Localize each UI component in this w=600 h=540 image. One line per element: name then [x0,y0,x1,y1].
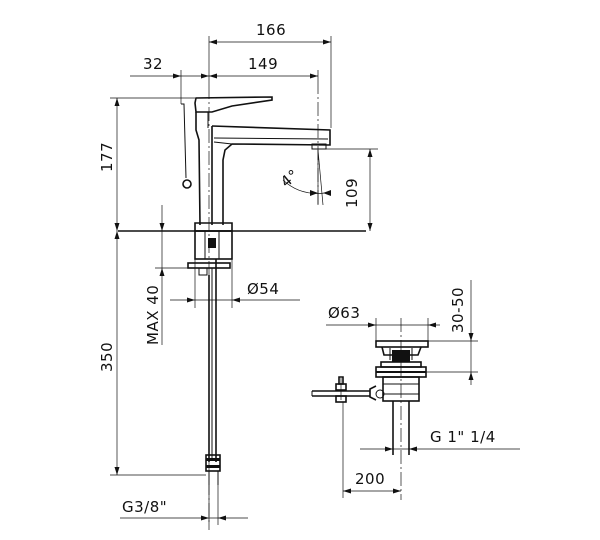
dimension-g1-1-4: G 1" 1/4 [360,428,520,452]
waste-assembly [311,340,429,455]
dimension-diameter-54: Ø54 [170,235,300,308]
dimension-label-109: 109 [343,178,361,208]
dimension-label-g3-8: G3/8" [122,498,167,516]
dimension-177: 177 [98,97,195,231]
dimension-30-50: 30-50 [426,280,478,385]
dimension-max-40: MAX 40 [144,205,188,345]
dimension-label-max-40: MAX 40 [144,285,162,345]
dimension-350: 350 [98,231,206,476]
angle-4-degrees: 4° [277,149,331,206]
dimension-label-200: 200 [355,470,385,488]
dimension-109: 109 [326,148,378,231]
dimension-label-g1-1-4: G 1" 1/4 [430,428,496,446]
dimension-g3-8: G3/8" [120,485,248,525]
dimension-diameter-63: Ø63 [326,304,440,341]
tap-body [118,96,366,485]
dimension-label-177: 177 [98,142,116,172]
dimension-label-32: 32 [143,55,163,73]
dimension-149: 32 149 [130,55,319,104]
dimension-label-diameter-63: Ø63 [328,304,360,322]
dimension-label-30-50: 30-50 [449,287,467,333]
dimension-label-166: 166 [256,21,286,39]
dimension-label-diameter-54: Ø54 [247,280,279,298]
dimension-label-350: 350 [98,342,116,372]
dimension-200: 200 [342,402,401,498]
angle-label: 4° [277,166,302,191]
dimension-166: 166 [208,21,332,128]
dimension-label-149: 149 [248,55,278,73]
